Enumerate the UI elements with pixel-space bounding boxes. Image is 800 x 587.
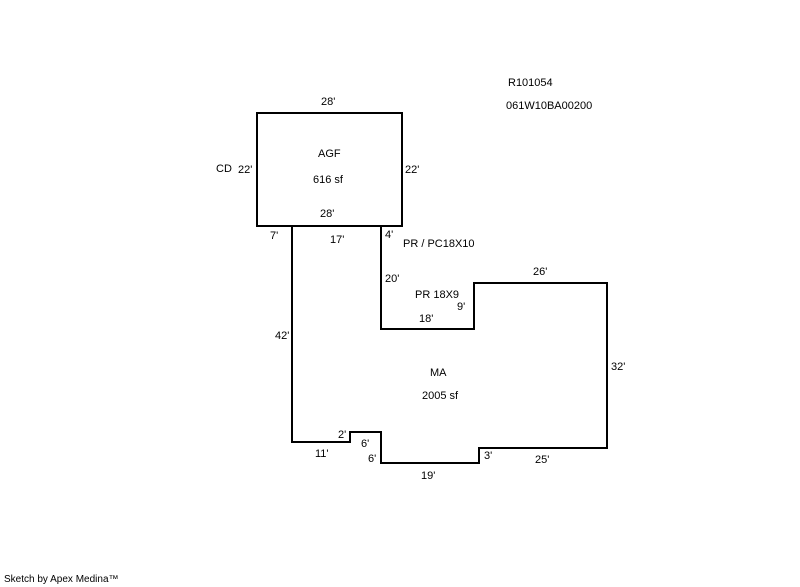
dim-2: 2' — [338, 429, 347, 441]
dim-42: 42' — [275, 330, 290, 342]
dim-19: 19' — [421, 470, 436, 482]
dim-3: 3' — [484, 450, 493, 462]
dim-agf-left: 22' — [238, 164, 253, 176]
dim-6-lower: 6' — [368, 453, 377, 465]
dim-7: 7' — [270, 230, 279, 242]
dim-9: 9' — [457, 301, 466, 313]
ma-outline — [291, 226, 608, 464]
pr-label: PR 18X9 — [415, 289, 460, 301]
agf-area: 616 sf — [313, 174, 343, 186]
pr-pc-label: PR / PC18X10 — [403, 238, 475, 250]
ma-label: MA — [430, 367, 447, 379]
cd-label: CD — [216, 163, 232, 175]
dim-18: 18' — [419, 313, 434, 325]
dim-17: 17' — [330, 234, 345, 246]
dim-11: 11' — [315, 448, 329, 460]
account-number: R101054 — [508, 77, 553, 89]
map-tax-lot: 061W10BA00200 — [506, 100, 593, 112]
dim-25: 25' — [535, 454, 550, 466]
dim-agf-top: 28' — [321, 96, 336, 108]
ma-area: 2005 sf — [422, 390, 459, 402]
dim-26: 26' — [533, 266, 548, 278]
dim-4: 4' — [385, 229, 394, 241]
agf-label: AGF — [318, 148, 341, 160]
dim-20: 20' — [385, 273, 400, 285]
footer-credit: Sketch by Apex Medina™ — [4, 574, 119, 585]
dim-32: 32' — [611, 361, 626, 373]
dim-agf-bottom: 28' — [320, 208, 335, 220]
agf-outline — [256, 112, 403, 227]
dim-6-upper: 6' — [361, 438, 370, 450]
dim-agf-right: 22' — [405, 164, 420, 176]
